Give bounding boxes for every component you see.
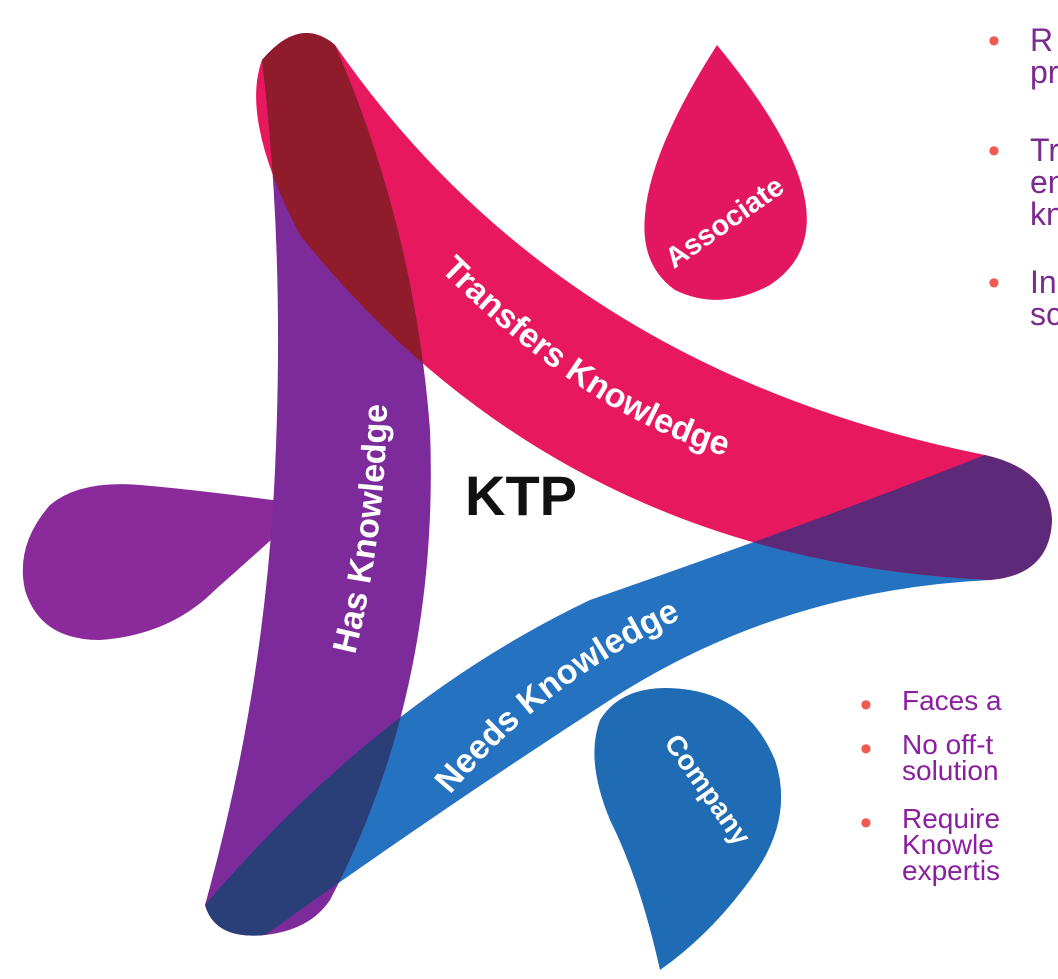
academic-label: Academic [128, 357, 261, 441]
transfers-knowledge-arm [256, 33, 1053, 580]
academic-petal [22, 484, 311, 640]
bullet-dot-icon: • [860, 730, 872, 768]
ktp-center-label: KTP [465, 464, 577, 527]
bullet-dot-icon: • [988, 264, 1000, 302]
bullet-text: In sc [1030, 264, 1058, 332]
associate-bullet-1: • R pr [988, 22, 1058, 134]
company-bullet-3: • Require Knowle expertis [860, 803, 1058, 886]
associate-bullet-2: • Tr en kn [988, 132, 1058, 266]
associate-petal [644, 45, 807, 300]
bullet-text: Tr en kn [1030, 132, 1058, 232]
bullet-text: No off-t solution [902, 729, 999, 786]
bullet-text: R pr [1030, 22, 1058, 90]
company-bullet-2: • No off-t solution [860, 729, 1058, 786]
bullet-text: Require Knowle expertis [902, 803, 1001, 886]
company-bullet-list: • Faces a • No off-t solution • Require Kno… [860, 685, 1058, 902]
bullet-dot-icon: • [860, 686, 872, 724]
bullet-dot-icon: • [860, 804, 872, 842]
company-petal [594, 688, 782, 970]
bullet-dot-icon: • [988, 22, 1000, 60]
associate-bullet-3: • In sc [988, 264, 1058, 376]
needs-knowledge-arm [205, 455, 1052, 936]
associate-bullet-list: • R pr • Tr en kn • In sc [988, 22, 1058, 376]
bullet-text: Faces a [902, 685, 1002, 716]
company-bullet-1: • Faces a [860, 685, 1058, 723]
bullet-dot-icon: • [988, 132, 1000, 170]
